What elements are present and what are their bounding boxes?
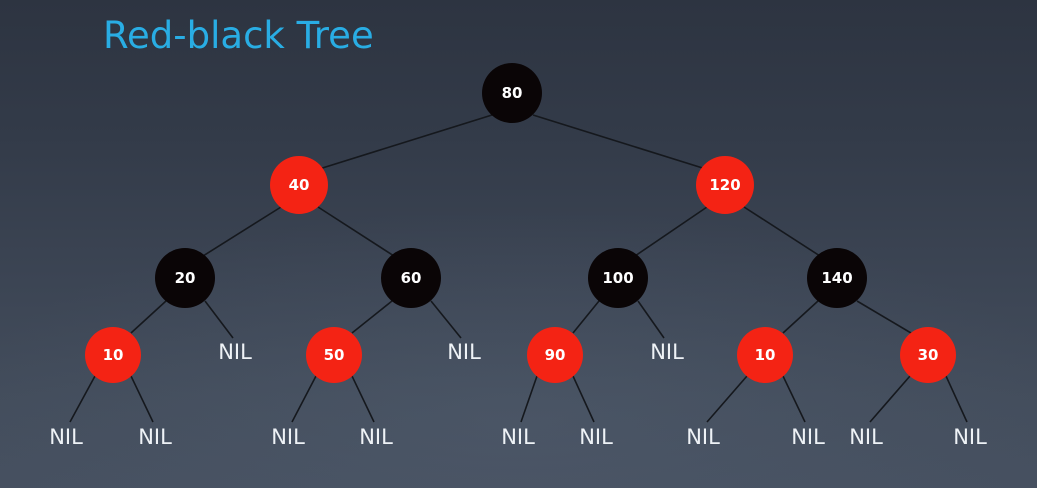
page-title: Red-black Tree [103,14,374,57]
tree-edge [856,300,912,334]
tree-edge [317,206,395,257]
tree-nil-leaf: NIL [650,340,684,364]
tree-edge [532,114,710,171]
tree-edge [291,375,317,423]
tree-nil-leaf: NIL [686,425,720,449]
tree-node-100-black[interactable]: 100 [588,248,648,308]
tree-edge [430,300,462,339]
tree-nil-leaf: NIL [271,425,305,449]
tree-edge [945,375,968,423]
tree-node-30-red[interactable]: 30 [900,327,956,383]
tree-node-label: 10 [754,345,776,364]
tree-nil-leaf: NIL [953,425,987,449]
tree-node-60-black[interactable]: 60 [381,248,441,308]
tree-node-label: 140 [821,268,853,287]
tree-edge [782,375,806,423]
tree-node-140-black[interactable]: 140 [807,248,867,308]
tree-edge [202,206,282,257]
tree-edge [351,300,393,334]
tree-node-label: 30 [917,345,939,364]
tree-edge [706,375,748,423]
tree-nil-leaf: NIL [359,425,393,449]
tree-edge [204,300,234,339]
tree-nil-leaf: NIL [447,340,481,364]
tree-node-label: 60 [400,268,422,287]
tree-nil-leaf: NIL [849,425,883,449]
tree-edge [782,300,819,334]
tree-edge [130,375,154,423]
tree-edge [869,375,911,423]
tree-edge [634,206,708,257]
tree-nil-leaf: NIL [791,425,825,449]
tree-nil-leaf: NIL [138,425,172,449]
tree-node-label: 100 [602,268,634,287]
tree-node-20-black[interactable]: 20 [155,248,215,308]
tree-edge [637,300,665,339]
tree-edge [351,375,375,423]
tree-node-label: 80 [501,83,523,102]
tree-node-120-red[interactable]: 120 [696,156,754,214]
tree-node-label: 90 [544,345,566,364]
tree-node-label: 10 [102,345,124,364]
tree-node-90-red[interactable]: 90 [527,327,583,383]
tree-edge [130,300,167,334]
tree-node-label: 120 [709,175,741,194]
tree-node-label: 50 [323,345,345,364]
tree-nil-leaf: NIL [579,425,613,449]
tree-nil-leaf: NIL [49,425,83,449]
tree-node-label: 40 [288,175,310,194]
tree-edge [572,300,600,334]
tree-nil-leaf: NIL [501,425,535,449]
tree-node-50-red[interactable]: 50 [306,327,362,383]
tree-edge [743,206,821,257]
tree-edge [315,114,493,171]
tree-edge [572,375,595,423]
tree-nil-leaf: NIL [218,340,252,364]
tree-node-80-black[interactable]: 80 [482,63,542,123]
tree-edge [69,375,96,423]
tree-node-10-red[interactable]: 10 [737,327,793,383]
tree-node-10-red[interactable]: 10 [85,327,141,383]
tree-edge [520,375,538,423]
tree-node-40-red[interactable]: 40 [270,156,328,214]
tree-node-label: 20 [174,268,196,287]
